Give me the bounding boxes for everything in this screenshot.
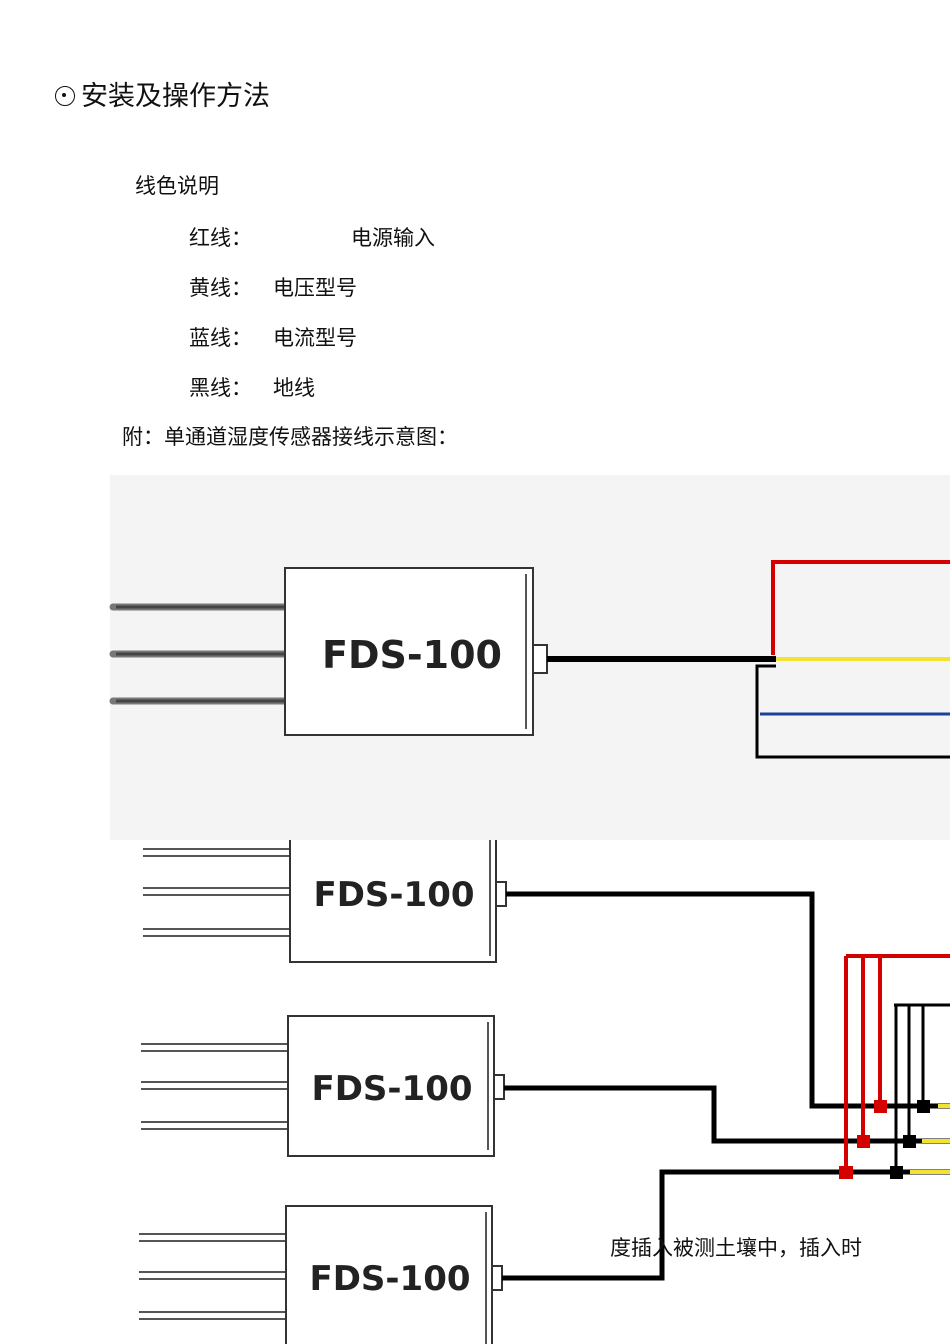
sensor-2: FDS-100 <box>141 1015 505 1157</box>
section-heading-text: 安装及操作方法 <box>81 81 270 112</box>
single-black-wire <box>755 664 950 759</box>
single-sensor-body <box>284 567 534 736</box>
red-wire-desc: 电源输入 <box>351 226 435 250</box>
sensor-1: FDS-100 <box>143 840 507 963</box>
blue-wire-desc: 电流型号 <box>273 326 357 350</box>
single-red-wire <box>771 560 950 655</box>
black-wire-label: 黑线： <box>189 376 252 400</box>
blue-wire-label: 蓝线： <box>189 326 252 350</box>
single-sensor-model-label: FDS-100 <box>322 633 502 677</box>
sensor-3: FDS-100 <box>139 1205 503 1344</box>
multi-sensor-cables <box>502 891 950 1281</box>
single-sensor-connector <box>532 644 548 674</box>
section-heading: 安装及操作方法 <box>55 74 270 113</box>
black-wire-desc: 地线 <box>273 376 315 400</box>
overlapping-text-fragment: 度插入被测土壤中，插入时 <box>610 1236 862 1260</box>
single-sensor-probes-core <box>116 605 285 703</box>
sensor-2-model-label: FDS-100 <box>311 1069 472 1109</box>
multi-yellow-wires <box>910 1104 950 1174</box>
sensor-1-model-label: FDS-100 <box>313 875 474 915</box>
diagram-caption: 附：单通道湿度传感器接线示意图： <box>122 425 458 449</box>
circled-dot-icon <box>55 86 75 106</box>
multi-black-wires <box>894 1003 950 1172</box>
wire-color-title: 线色说明 <box>135 174 219 198</box>
sensor-3-model-label: FDS-100 <box>309 1259 470 1299</box>
junction-dots <box>839 1100 930 1179</box>
red-wire-label: 红线： <box>189 226 252 250</box>
yellow-wire-label: 黄线： <box>189 276 252 300</box>
multi-red-wires <box>844 954 950 1172</box>
yellow-wire-desc: 电压型号 <box>273 276 357 300</box>
